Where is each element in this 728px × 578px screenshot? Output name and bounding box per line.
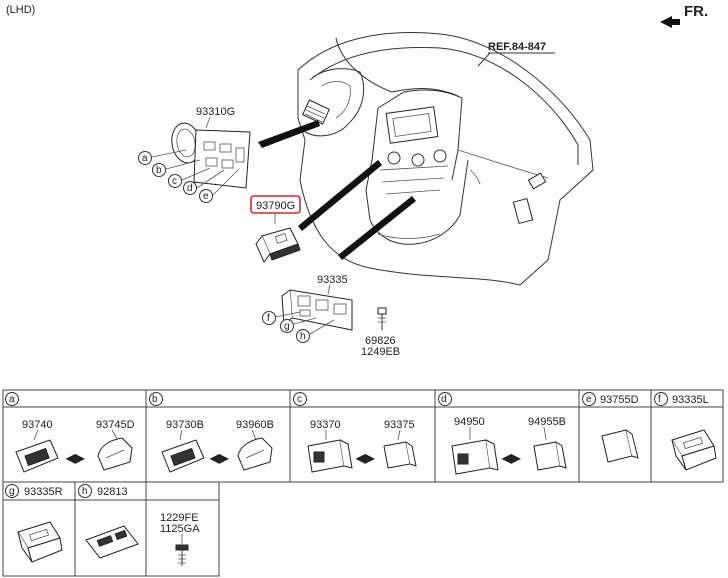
callout-letter-a: a — [142, 153, 148, 164]
part-93335L: 93335L — [672, 394, 709, 406]
cell-g: g 93335R — [5, 484, 63, 563]
direction-label: FR. — [684, 3, 708, 20]
bezel-part-number: 93310G — [196, 106, 235, 118]
cell-b: b 93730B 93960B ◀▶ — [149, 392, 274, 473]
fastener-part-number-a: 69826 — [365, 335, 396, 347]
callout-letter-e: e — [203, 191, 209, 202]
part-93745D: 93745D — [96, 419, 135, 431]
part-93960B: 93960B — [236, 419, 274, 431]
cell-d: d 94950 94955B ◀▶ — [438, 392, 567, 475]
dashboard-illustration — [297, 32, 594, 286]
part-93730B: 93730B — [166, 419, 204, 431]
forward-arrow-icon — [660, 16, 680, 28]
parts-table — [2, 389, 724, 577]
swap-arrow-icon-b: ◀▶ — [209, 451, 229, 465]
part-93755D: 93755D — [600, 394, 639, 406]
callout-letter-g: g — [284, 321, 290, 332]
console-callout-letters: f g h — [262, 311, 335, 343]
callout-letter-b: b — [156, 165, 162, 176]
part-93370: 93370 — [310, 419, 341, 431]
highlighted-part-number: 93790G — [256, 200, 295, 212]
cell-key-h: h — [82, 486, 88, 497]
cell-a: a 93740 93745D ◀▶ — [5, 392, 135, 473]
part-94955B: 94955B — [528, 416, 566, 428]
cell-e: e 93755D — [582, 392, 639, 463]
swap-arrow-icon-c: ◀▶ — [355, 451, 375, 465]
part-94950: 94950 — [454, 416, 485, 428]
variant-label: (LHD) — [6, 4, 35, 16]
callout-letter-d: d — [187, 183, 193, 194]
cell-key-f: f — [658, 394, 661, 405]
pointer-arrows — [258, 120, 416, 260]
part-93335R: 93335R — [24, 486, 63, 498]
fastener-part-number-b: 1249EB — [361, 346, 400, 358]
cell-c: c 93370 93375 ◀▶ — [293, 392, 417, 473]
part-92813: 92813 — [97, 486, 128, 498]
console-switch-part-number: 93335 — [317, 274, 348, 286]
cell-key-e: e — [586, 394, 592, 405]
cell-key-a: a — [9, 394, 15, 405]
fastener-part-number-1229FE: 1229FE — [160, 512, 199, 524]
highlight-box — [250, 195, 301, 214]
switch-illustration — [255, 227, 301, 263]
part-93375: 93375 — [384, 419, 415, 431]
cell-key-b: b — [152, 394, 158, 405]
fastener-part-number-1125GA: 1125GA — [160, 523, 200, 535]
callout-letter-h: h — [300, 331, 306, 342]
swap-arrow-icon-d: ◀▶ — [501, 451, 521, 465]
callout-letter-c: c — [172, 176, 177, 187]
cell-f: f 93335L — [654, 392, 717, 471]
cell-h: h 92813 1229FE 1125GA — [78, 484, 200, 566]
cell-key-d: d — [441, 394, 447, 405]
cell-key-g: g — [9, 486, 15, 497]
part-93740: 93740 — [22, 419, 53, 431]
swap-arrow-icon-a: ◀▶ — [65, 451, 85, 465]
callout-letter-f: f — [267, 313, 270, 324]
fastener-illustration — [377, 307, 387, 330]
cell-key-c: c — [297, 394, 302, 405]
bezel-callout-letters: a b c d e — [138, 149, 239, 203]
screw-icon — [175, 544, 189, 566]
reference-label: REF.84-847 — [488, 41, 546, 53]
